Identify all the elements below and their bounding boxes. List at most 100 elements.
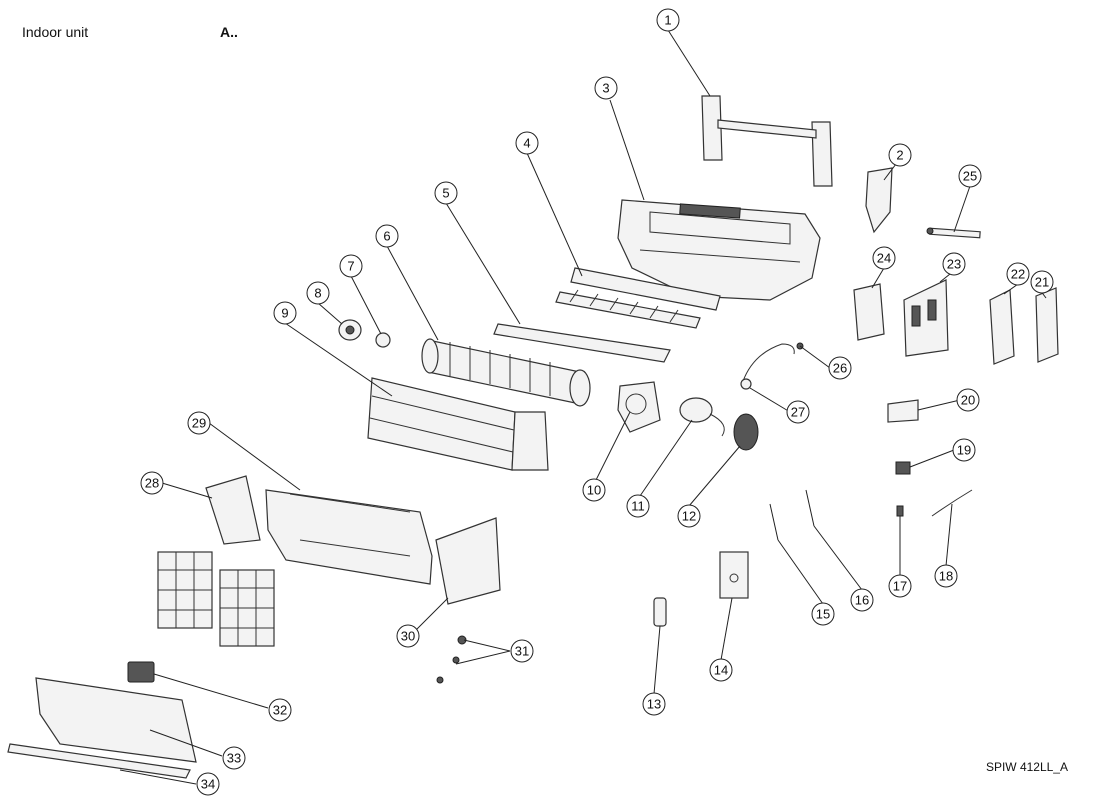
- part-bearing-holder: [338, 319, 362, 341]
- svg-text:28: 28: [145, 476, 159, 491]
- parts: [7, 95, 1059, 779]
- callout-31: 31: [510, 639, 534, 663]
- callout-25: 25: [958, 164, 982, 188]
- svg-text:32: 32: [273, 703, 287, 718]
- part-motor-bracket: [617, 381, 661, 433]
- svg-text:25: 25: [963, 169, 977, 184]
- part-fuse: [896, 505, 904, 517]
- part-pipe-sensor: [805, 489, 815, 527]
- callout-19: 19: [952, 438, 976, 462]
- callout-26: 26: [828, 356, 852, 380]
- callout-11: 11: [626, 494, 650, 518]
- callout-14: 14: [709, 658, 733, 682]
- svg-text:31: 31: [515, 644, 529, 659]
- svg-text:26: 26: [833, 361, 847, 376]
- callout-27: 27: [786, 400, 810, 424]
- callout-12: 12: [677, 504, 701, 528]
- part-front-strip: [7, 743, 191, 779]
- svg-text:22: 22: [1011, 267, 1025, 282]
- svg-text:19: 19: [957, 443, 971, 458]
- callout-8: 8: [306, 281, 330, 305]
- svg-text:18: 18: [939, 569, 953, 584]
- part-room-sensor: [769, 503, 779, 541]
- svg-text:29: 29: [192, 416, 206, 431]
- callout-16: 16: [850, 588, 874, 612]
- part-left-cover: [205, 475, 261, 545]
- svg-text:9: 9: [281, 306, 288, 321]
- part-front-panel: [35, 677, 197, 763]
- part-evaporator: [367, 377, 549, 471]
- svg-text:24: 24: [877, 251, 891, 266]
- callout-15: 15: [811, 602, 835, 626]
- part-cross-flow-fan: [421, 338, 591, 407]
- callout-24: 24: [872, 246, 896, 270]
- part-motor-cover: [733, 413, 759, 451]
- svg-text:15: 15: [816, 607, 830, 622]
- svg-text:10: 10: [587, 483, 601, 498]
- callout-23: 23: [942, 252, 966, 276]
- model-code: SPIW 412LL_A: [985, 760, 1068, 774]
- svg-text:2: 2: [896, 148, 903, 163]
- callout-2: 2: [888, 143, 912, 167]
- part-sensor-cable: [741, 343, 795, 385]
- callout-5: 5: [434, 181, 458, 205]
- svg-text:33: 33: [227, 751, 241, 766]
- part-mounting-plate: [701, 95, 833, 187]
- svg-text:3: 3: [602, 81, 609, 96]
- callout-20: 20: [956, 388, 980, 412]
- svg-text:17: 17: [893, 579, 907, 594]
- callout-6: 6: [375, 224, 399, 248]
- callout-3: 3: [594, 76, 618, 100]
- svg-text:7: 7: [347, 259, 354, 274]
- part-flap: [493, 323, 671, 363]
- svg-text:16: 16: [855, 593, 869, 608]
- callout-9: 9: [273, 301, 297, 325]
- callout-28: 28: [140, 471, 164, 495]
- callout-18: 18: [934, 564, 958, 588]
- callout-21: 21: [1030, 270, 1054, 294]
- unit-label: Indoor unit: [22, 24, 89, 40]
- part-remote-control: [653, 597, 667, 627]
- part-wall-controller: [719, 551, 749, 599]
- part-bracket: [865, 167, 893, 234]
- callout-17: 17: [888, 574, 912, 598]
- part-chassis: [617, 199, 821, 301]
- part-clamp: [887, 399, 919, 423]
- svg-text:12: 12: [682, 509, 696, 524]
- callout-30: 30: [396, 624, 420, 648]
- part-electric-box: [903, 279, 949, 357]
- callouts: 1 2 3 4 5 6 7 8 9 10 11 12 13 14 15 16 1…: [140, 8, 1054, 796]
- svg-text:20: 20: [961, 393, 975, 408]
- part-front-frame: [265, 489, 433, 585]
- part-electric-box-cover: [853, 283, 885, 341]
- svg-text:8: 8: [314, 286, 321, 301]
- part-right-cover: [435, 517, 501, 605]
- part-wire-harness: [931, 489, 973, 517]
- part-display-module: [127, 661, 155, 683]
- part-pcb: [989, 289, 1015, 365]
- part-pcb-cover: [1035, 287, 1059, 363]
- variant-label: A..: [220, 24, 238, 40]
- part-bearing: [375, 332, 391, 348]
- part-terminal-block: [895, 461, 911, 475]
- part-drain-pipe: [926, 227, 981, 239]
- callout-13: 13: [642, 692, 666, 716]
- callout-29: 29: [187, 411, 211, 435]
- svg-text:1: 1: [664, 13, 671, 28]
- svg-text:27: 27: [791, 405, 805, 420]
- svg-text:34: 34: [201, 777, 215, 792]
- callout-4: 4: [515, 131, 539, 155]
- callout-34: 34: [196, 772, 220, 796]
- svg-text:14: 14: [714, 663, 728, 678]
- leader-lines: [119, 29, 1047, 785]
- part-louvers: [555, 267, 721, 329]
- callout-32: 32: [268, 698, 292, 722]
- svg-text:13: 13: [647, 697, 661, 712]
- svg-text:30: 30: [401, 629, 415, 644]
- svg-text:6: 6: [383, 229, 390, 244]
- svg-text:21: 21: [1035, 275, 1049, 290]
- svg-text:23: 23: [947, 257, 961, 272]
- callout-10: 10: [582, 478, 606, 502]
- callout-33: 33: [222, 746, 246, 770]
